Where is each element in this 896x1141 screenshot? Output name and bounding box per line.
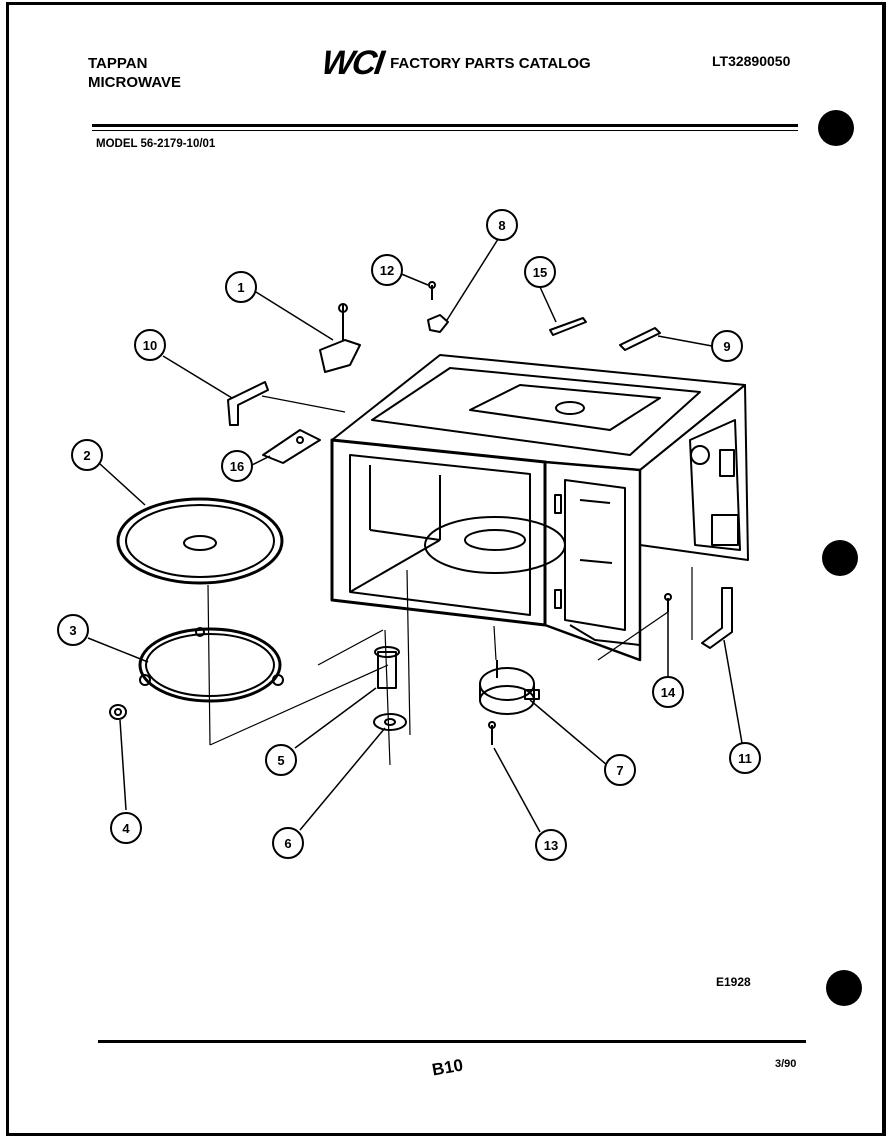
punch-hole-top: [818, 110, 854, 146]
catalog-title: FACTORY PARTS CATALOG: [390, 55, 591, 72]
oven-cavity: [330, 354, 749, 662]
callout-7-label: 7: [616, 763, 623, 778]
callout-12-label: 12: [380, 263, 394, 278]
part-16-plate: [262, 429, 321, 464]
callout-11-label: 11: [738, 751, 752, 766]
part-15-strip: [549, 317, 587, 336]
catalog-number: LT32890050: [712, 53, 791, 69]
callout-12: 12: [371, 254, 403, 286]
callout-10: 10: [134, 329, 166, 361]
assembly-guides: [207, 395, 693, 766]
callout-15: 15: [524, 256, 556, 288]
callout-4-label: 4: [122, 821, 130, 836]
punch-hole-bottom: [826, 970, 862, 1006]
callout-15-label: 15: [533, 265, 547, 280]
callout-2: 2: [71, 439, 103, 471]
callout-13-label: 13: [544, 838, 558, 853]
part-12-screw: [428, 281, 436, 300]
callout-2-label: 2: [83, 448, 90, 463]
callout-8-label: 8: [498, 218, 505, 233]
footer-rule: [98, 1040, 806, 1043]
part-2-glass-tray: [116, 497, 284, 585]
callout-1-label: 1: [237, 280, 244, 295]
header-rule-thin: [92, 130, 798, 131]
part-7-motor: [479, 660, 540, 715]
catalog-header: WCI FACTORY PARTS CATALOG: [319, 44, 591, 83]
part-9-strip: [619, 327, 661, 351]
part-1-latch-bracket: [319, 303, 361, 373]
callout-13: 13: [535, 829, 567, 861]
punch-hole-middle: [822, 540, 858, 576]
figure-code: E1928: [716, 975, 751, 989]
part-14-screw: [664, 593, 672, 612]
callout-5: 5: [265, 744, 297, 776]
part-3-roller-ring: [138, 627, 284, 703]
leader-lines: [87, 235, 743, 833]
revision-date: 3/90: [775, 1058, 797, 1070]
brand-line-2: MICROWAVE: [88, 74, 182, 91]
part-10-bracket: [227, 381, 269, 426]
model-label: MODEL 56-2179-10/01: [96, 138, 216, 150]
callout-4: 4: [110, 812, 142, 844]
header-rule: [92, 124, 798, 127]
callout-5-label: 5: [277, 753, 284, 768]
callout-3-label: 3: [69, 623, 76, 638]
callout-14-label: 14: [661, 685, 676, 700]
callout-1: 1: [225, 271, 257, 303]
brand-line-1: TAPPAN: [88, 55, 148, 72]
part-11-bracket: [701, 587, 733, 649]
part-6-washer: [373, 713, 407, 731]
part-4-roller: [109, 704, 127, 720]
callout-16: 16: [221, 450, 253, 482]
part-8-clip: [427, 314, 449, 333]
callout-7: 7: [604, 754, 636, 786]
page-frame: [6, 2, 886, 1136]
callout-9: 9: [711, 330, 743, 362]
callout-8: 8: [486, 209, 518, 241]
callouts: 1 2 3 4 5 6 7 8 9 10 11 12 13 14 15 16: [57, 209, 761, 861]
brand-block: TAPPAN MICROWAVE: [88, 54, 181, 92]
part-13-screw: [488, 721, 496, 745]
callout-6-label: 6: [284, 836, 291, 851]
callout-3: 3: [57, 614, 89, 646]
callout-11: 11: [729, 742, 761, 774]
callout-9-label: 9: [723, 339, 730, 354]
callout-6: 6: [272, 827, 304, 859]
callout-10-label: 10: [143, 338, 157, 353]
callout-16-label: 16: [230, 459, 244, 474]
callout-14: 14: [652, 676, 684, 708]
